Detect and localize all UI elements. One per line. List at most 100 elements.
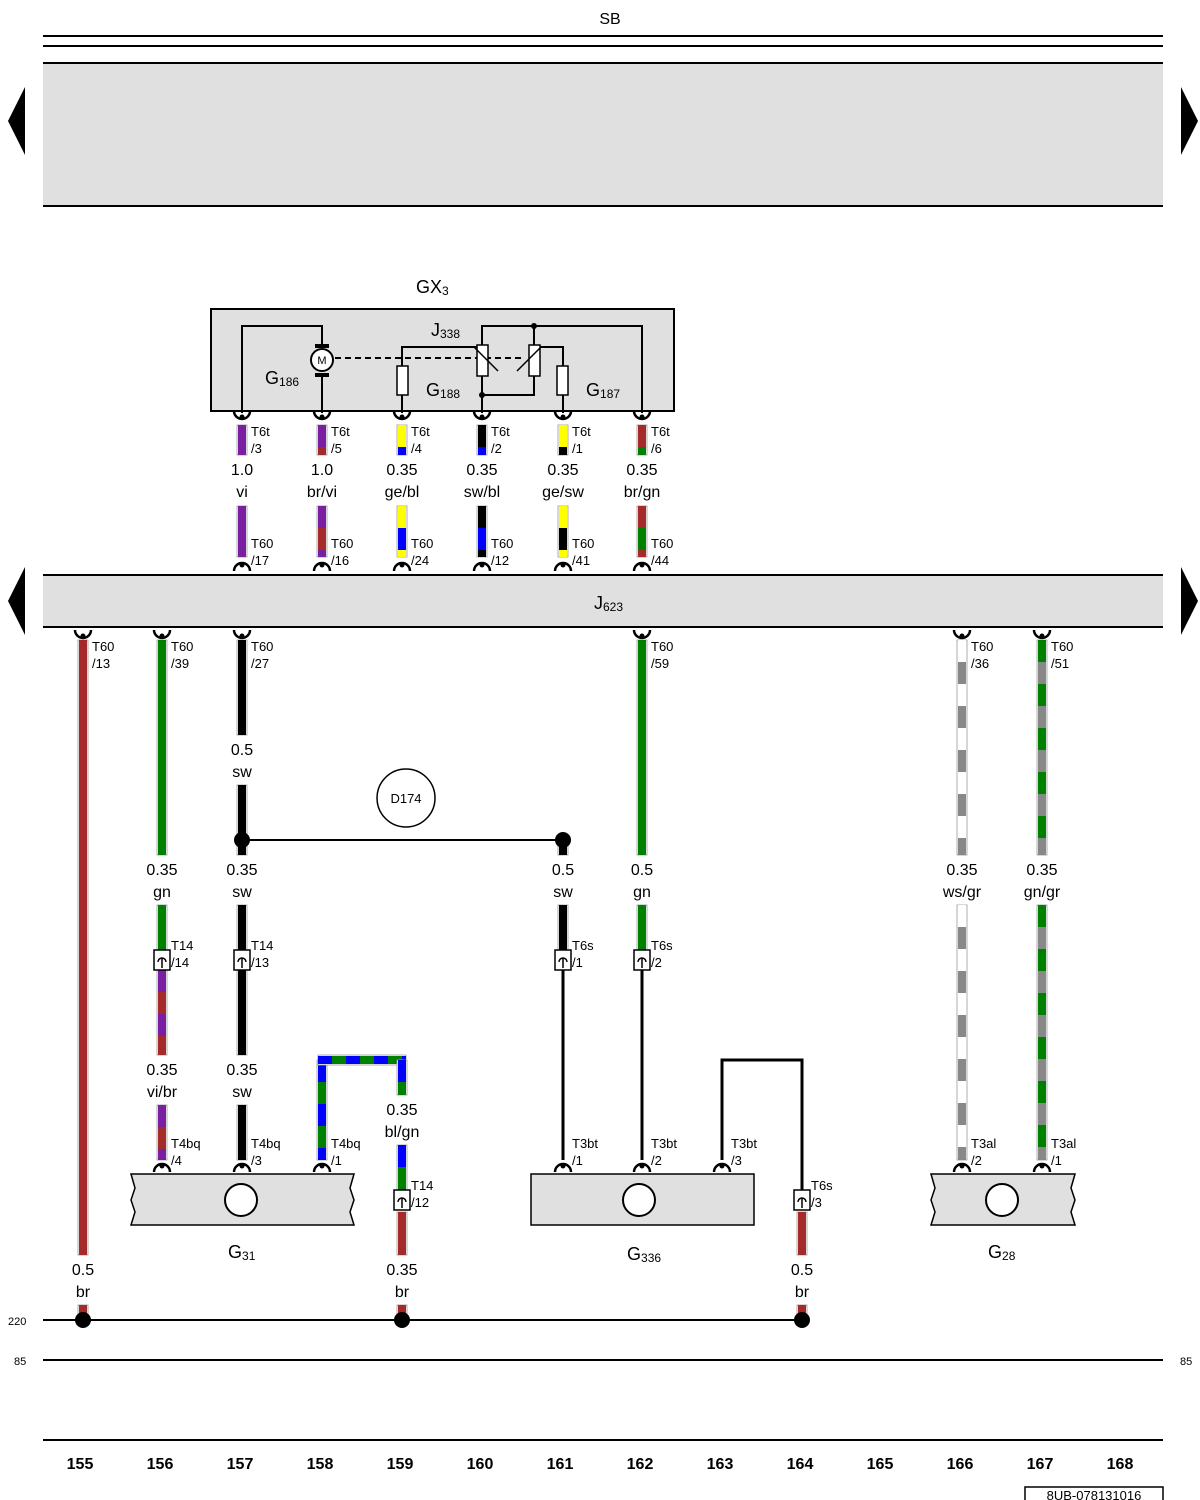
j623-left-arrow-icon[interactable]: [8, 567, 25, 635]
d174-label: D174: [390, 791, 421, 806]
upper-wire-top-segment-stripe: [398, 447, 406, 455]
w164-label-color: br: [795, 1284, 810, 1301]
w156-mid-connector-pin: /14: [171, 955, 189, 970]
upper-wire-top-segment: [318, 425, 326, 455]
wire-166-top-stripe: [958, 706, 966, 728]
t6t-pin-icon-dot: [479, 414, 485, 420]
column-number: 156: [147, 1456, 174, 1473]
w157-connector-pin: /27: [251, 656, 269, 671]
upper-wire-label-size: 0.35: [466, 462, 497, 479]
upper-wire-top-segment-stripe: [638, 447, 646, 455]
w157-end-connector-conn: T4bq: [251, 1136, 281, 1151]
sb-left-arrow-icon[interactable]: [8, 87, 25, 155]
g31-pressure-sensor-icon: [224, 1183, 258, 1217]
w158-end-connector-pin: /1: [331, 1153, 342, 1168]
upper-wire-bottom-segment-stripe: [478, 528, 486, 550]
t6t-pin-icon-dot: [319, 414, 325, 420]
upper-wire-bottom-segment-stripe: [318, 528, 326, 550]
sb-panel: [43, 63, 1163, 206]
wire-156-end-stripe: [158, 1127, 166, 1149]
wire-166-lower-stripe: [958, 1059, 966, 1081]
wire-166-top: [958, 640, 966, 855]
w157-label-1-size: 0.35: [226, 862, 257, 879]
ground-dot: [75, 1312, 91, 1328]
wire-156-mid: [158, 905, 166, 950]
ground-dot: [794, 1312, 810, 1328]
upper-top-connector-conn: T6t: [251, 424, 270, 439]
t3bt-pin-icon-dot: [560, 1163, 566, 1169]
g186-label: G186: [265, 368, 299, 389]
sb-right-arrow-icon[interactable]: [1181, 87, 1198, 155]
w167-label-size: 0.35: [1026, 862, 1057, 879]
w156-end-connector-conn: T4bq: [171, 1136, 201, 1151]
j338-pot-1-icon: [476, 344, 489, 377]
upper-wire-label-color: br/gn: [624, 484, 660, 501]
upper-top-connector-pin: /1: [572, 441, 583, 456]
wire-161-upper: [559, 905, 567, 950]
w161-end-connector-conn: T3bt: [572, 1136, 598, 1151]
upper-bottom-connector-conn: T60: [572, 536, 594, 551]
wire-163-loop: [720, 1058, 804, 1190]
w158-label-size: 0.35: [386, 1102, 417, 1119]
column-number: 163: [707, 1456, 734, 1473]
upper-top-connector-conn: T6t: [411, 424, 430, 439]
w166-end-connector-conn: T3al: [971, 1136, 996, 1151]
doc-id-box: [1024, 1486, 1164, 1500]
upper-top-connector-pin: /4: [411, 441, 422, 456]
ground-ref-220: 220: [8, 1316, 26, 1328]
wire-156-lower-stripe: [158, 1036, 166, 1055]
t6t-pin-icon-dot: [239, 414, 245, 420]
wire-157-end: [238, 1105, 246, 1160]
motor-icon: [310, 348, 334, 372]
j623-right-arrow-icon[interactable]: [1181, 567, 1198, 635]
wire-157-mid: [238, 905, 246, 950]
upper-wire-label-size: 0.35: [386, 462, 417, 479]
w157-end-connector-pin: /3: [251, 1153, 262, 1168]
t6t-pin-icon-dot: [560, 414, 566, 420]
wire-167-lower-stripe: [1038, 1015, 1046, 1037]
w163-mid-connector-pin: /3: [811, 1195, 822, 1210]
upper-wire-top-segment: [398, 425, 406, 455]
wire-158-right: [398, 1060, 406, 1095]
w164-label-size: 0.5: [791, 1262, 813, 1279]
upper-wire-label-color: sw/bl: [464, 484, 500, 501]
w167-end-connector-conn: T3al: [1051, 1136, 1076, 1151]
w157-mid-connector-pin: /13: [251, 955, 269, 970]
wire-166-lower-stripe: [958, 927, 966, 949]
wire-155-segment: [79, 640, 87, 1255]
gx3-internal-wiring: [241, 325, 643, 413]
wire-167-lower-stripe: [1038, 1103, 1046, 1125]
t3bt-pin-icon-dot: [719, 1163, 725, 1169]
w167-label-color: gn/gr: [1024, 884, 1061, 901]
wire-166-lower-stripe: [958, 1147, 966, 1160]
upper-wire-label-color: vi: [236, 484, 248, 501]
g28-label: G28: [988, 1242, 1016, 1263]
w162-end-connector-conn: T3bt: [651, 1136, 677, 1151]
w158-label-color: bl/gn: [385, 1124, 420, 1141]
w166-end-connector-pin: /2: [971, 1153, 982, 1168]
upper-top-connector-conn: T6t: [651, 424, 670, 439]
pot-1-arrow: [473, 346, 499, 372]
upper-wire-label-size: 0.35: [626, 462, 657, 479]
upper-bottom-connector-pin: /44: [651, 553, 669, 568]
upper-wire-top-segment: [238, 425, 246, 455]
t4bq-pin-icon-dot: [319, 1163, 325, 1169]
w163-mid-connector-conn: T6s: [811, 1178, 833, 1193]
upper-wire-label-size: 1.0: [231, 462, 253, 479]
w156-connector-conn: T60: [171, 639, 193, 654]
t4bq-pin-icon-dot: [159, 1163, 165, 1169]
upper-wire-bottom-segment-stripe: [638, 528, 646, 550]
g31-label: G31: [228, 1242, 256, 1263]
g336-label: G336: [627, 1244, 661, 1265]
upper-bottom-connector-pin: /41: [572, 553, 590, 568]
wire-167-lower-stripe: [1038, 927, 1046, 949]
upper-bottom-connector-conn: T60: [411, 536, 433, 551]
column-number: 167: [1027, 1456, 1054, 1473]
wire-159-br: [398, 1212, 406, 1255]
junction-dot: [479, 392, 485, 398]
